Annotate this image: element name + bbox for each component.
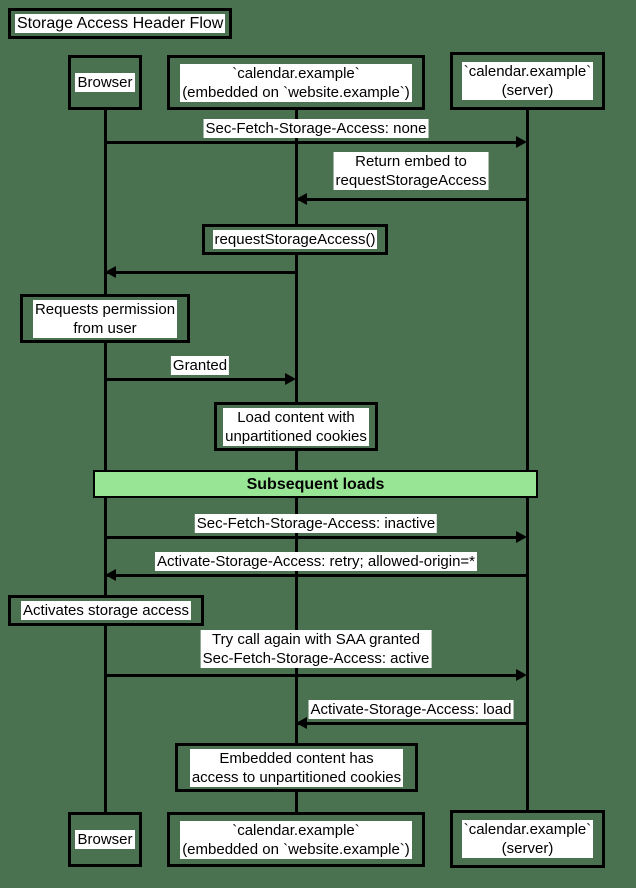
actor-server-top-label: `calendar.example` (server) [461, 62, 594, 100]
message-line-2 [296, 198, 527, 201]
note-requests-permission: Requests permission from user [20, 294, 190, 343]
arrow-head-5 [516, 531, 527, 543]
diagram-title: Storage Access Header Flow [15, 14, 226, 33]
actor-server-bottom[interactable]: `calendar.example` (server) [450, 810, 605, 868]
message-line-6 [105, 574, 527, 577]
actor-browser-bottom[interactable]: Browser [68, 812, 142, 867]
note-embedded-content-access-text: Embedded content has access to unpartiti… [189, 748, 404, 787]
note-embedded-content-access: Embedded content has access to unpartiti… [175, 743, 418, 792]
actor-embed-top[interactable]: `calendar.example` (embedded on `website… [167, 55, 425, 110]
note-request-storage-access-text: requestStorageAccess() [212, 230, 378, 249]
arrow-head-2 [296, 193, 307, 205]
message-line-1 [105, 141, 521, 144]
actor-server-top[interactable]: `calendar.example` (server) [450, 52, 605, 110]
note-activates-storage-access: Activates storage access [8, 595, 204, 626]
divider-subsequent-loads-label: Subsequent loads [246, 475, 385, 493]
message-label-8: Activate-Storage-Access: load [308, 700, 514, 719]
arrow-head-3 [105, 266, 116, 278]
actor-server-bottom-label: `calendar.example` (server) [461, 820, 594, 858]
message-line-3 [105, 271, 296, 274]
arrow-head-7 [516, 669, 527, 681]
message-label-6: Activate-Storage-Access: retry; allowed-… [154, 552, 478, 571]
note-load-content-text: Load content with unpartitioned cookies [223, 407, 369, 446]
note-request-storage-access: requestStorageAccess() [202, 224, 388, 255]
lifeline-browser [104, 110, 107, 815]
message-label-7: Try call again with SAA granted Sec-Fetc… [200, 630, 432, 668]
arrow-head-6 [105, 569, 116, 581]
message-label-5: Sec-Fetch-Storage-Access: inactive [194, 514, 438, 533]
arrow-head-8 [296, 717, 307, 729]
message-line-4 [105, 378, 290, 381]
message-line-5 [105, 536, 521, 539]
note-requests-permission-text: Requests permission from user [32, 299, 178, 338]
actor-embed-top-label: `calendar.example` (embedded on `website… [180, 63, 412, 102]
note-activates-storage-access-text: Activates storage access [21, 601, 191, 620]
message-line-7 [105, 674, 521, 677]
actor-browser-bottom-label: Browser [75, 830, 135, 849]
actor-embed-bottom[interactable]: `calendar.example` (embedded on `website… [167, 812, 425, 867]
lifeline-embed [295, 110, 298, 815]
message-line-8 [296, 722, 527, 725]
arrow-head-4 [285, 373, 296, 385]
diagram-title-box: Storage Access Header Flow [8, 8, 233, 39]
arrow-head-1 [516, 136, 527, 148]
divider-subsequent-loads: Subsequent loads [93, 470, 538, 498]
actor-browser-top-label: Browser [75, 73, 135, 92]
message-label-1: Sec-Fetch-Storage-Access: none [203, 119, 429, 138]
note-load-content: Load content with unpartitioned cookies [214, 402, 378, 451]
message-label-4: Granted [170, 356, 230, 375]
actor-embed-bottom-label: `calendar.example` (embedded on `website… [180, 820, 412, 859]
message-label-2: Return embed to requestStorageAccess [333, 152, 489, 190]
actor-browser-top[interactable]: Browser [68, 55, 142, 110]
lifeline-server [526, 110, 529, 815]
